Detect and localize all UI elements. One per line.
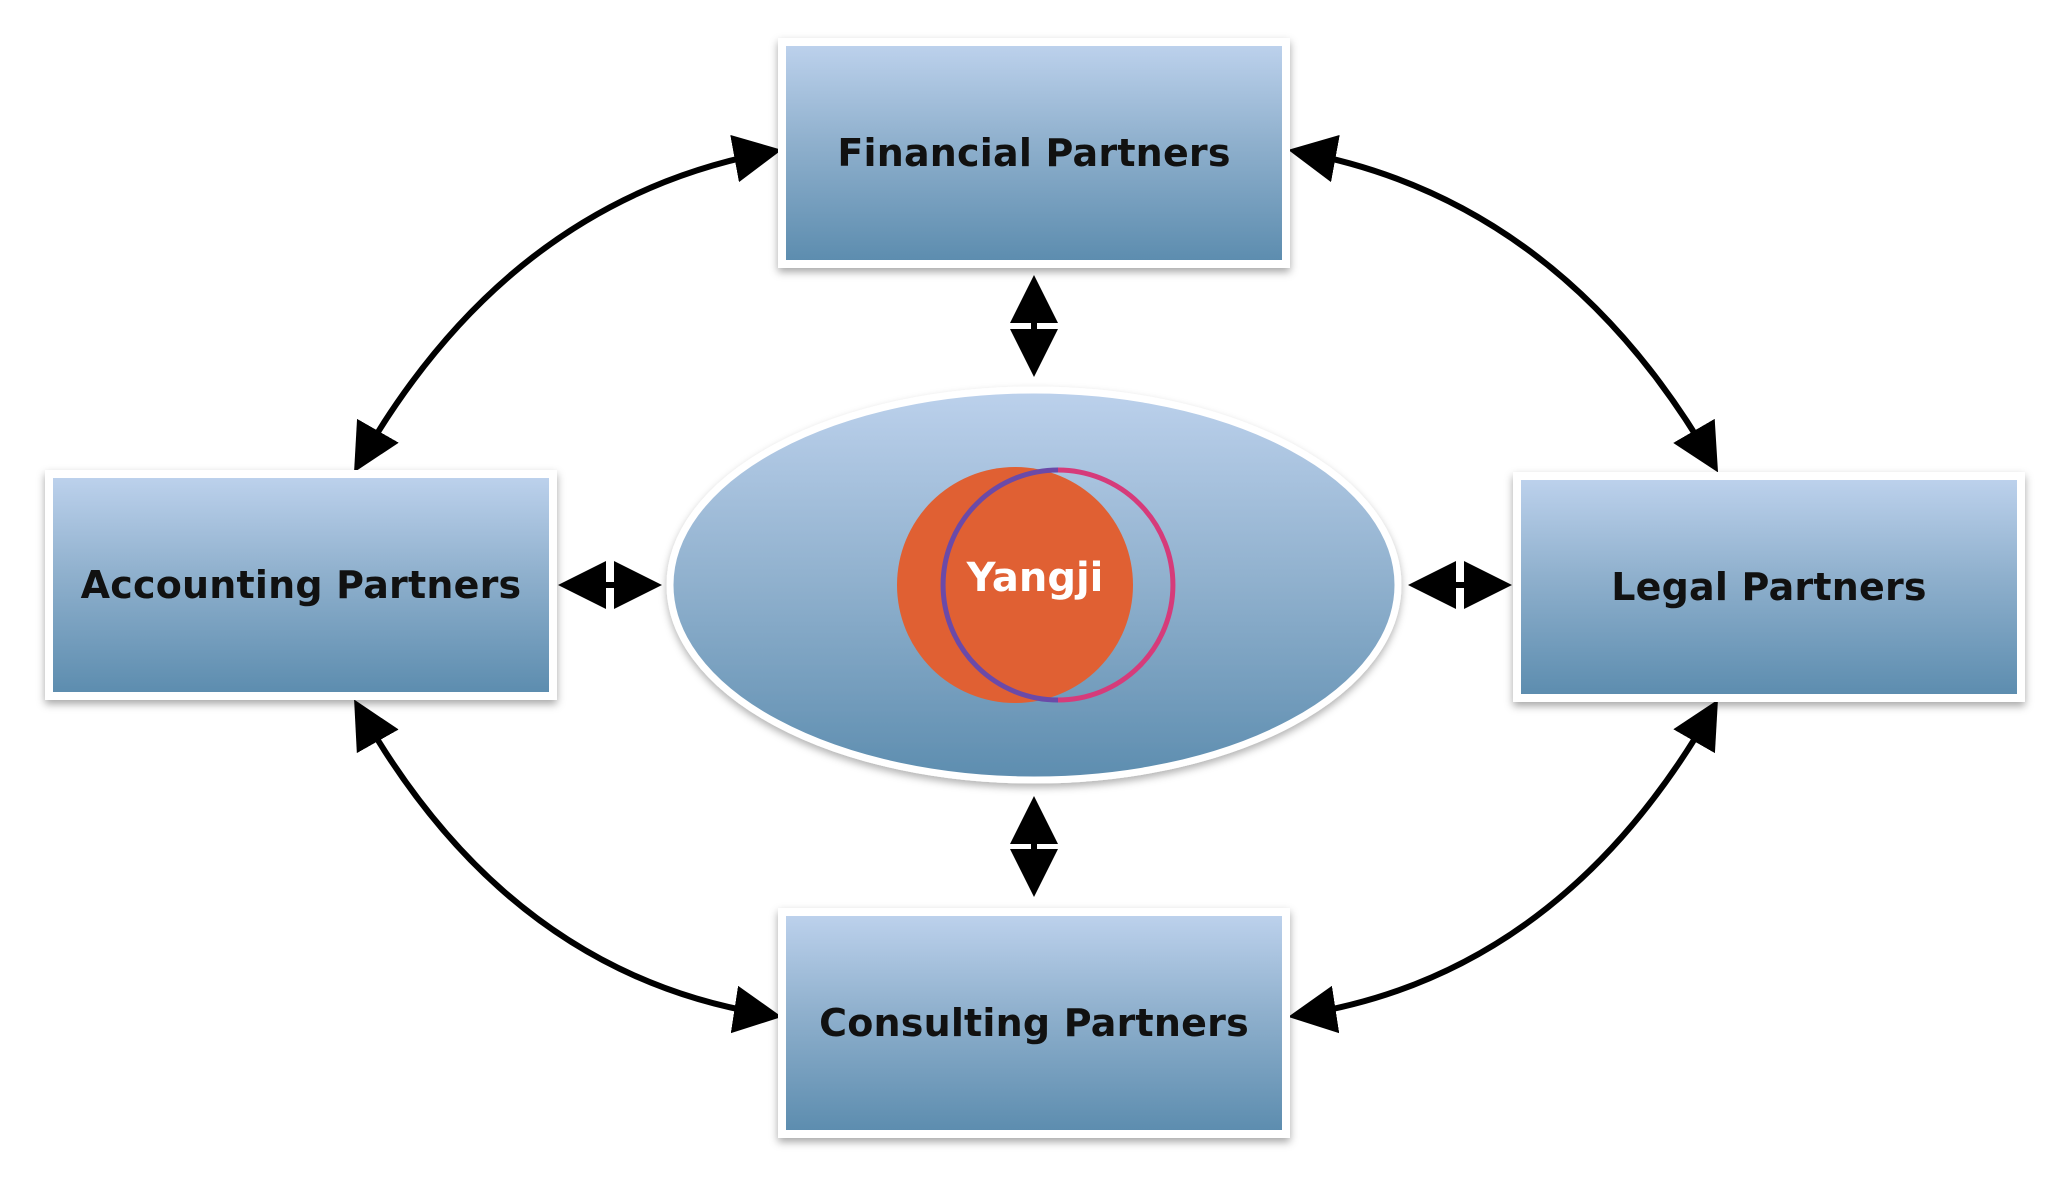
legal-partners-box: Legal Partners [1513, 472, 2025, 702]
yangji-logo [897, 467, 1176, 703]
consulting-partners-box: Consulting Partners [778, 908, 1290, 1138]
accounting-partners-box: Accounting Partners [45, 470, 557, 700]
edge-financial-legal [1288, 134, 1719, 473]
financial-partners-box: Financial Partners [778, 38, 1290, 268]
center-label: Yangji [966, 555, 1104, 601]
edge-legal-consulting [1288, 699, 1718, 1034]
edge-accounting-consulting [354, 699, 782, 1034]
logo-orange-disk [897, 467, 1133, 703]
edge-accounting-financial [354, 134, 782, 473]
logo-ring-pink-arc [1057, 467, 1176, 703]
financial-partners-label: Financial Partners [837, 131, 1231, 175]
logo-ring-purple-arc [940, 467, 1059, 703]
accounting-partners-label: Accounting Partners [80, 563, 522, 607]
legal-partners-label: Legal Partners [1611, 565, 1927, 609]
consulting-partners-label: Consulting Partners [819, 1001, 1249, 1045]
